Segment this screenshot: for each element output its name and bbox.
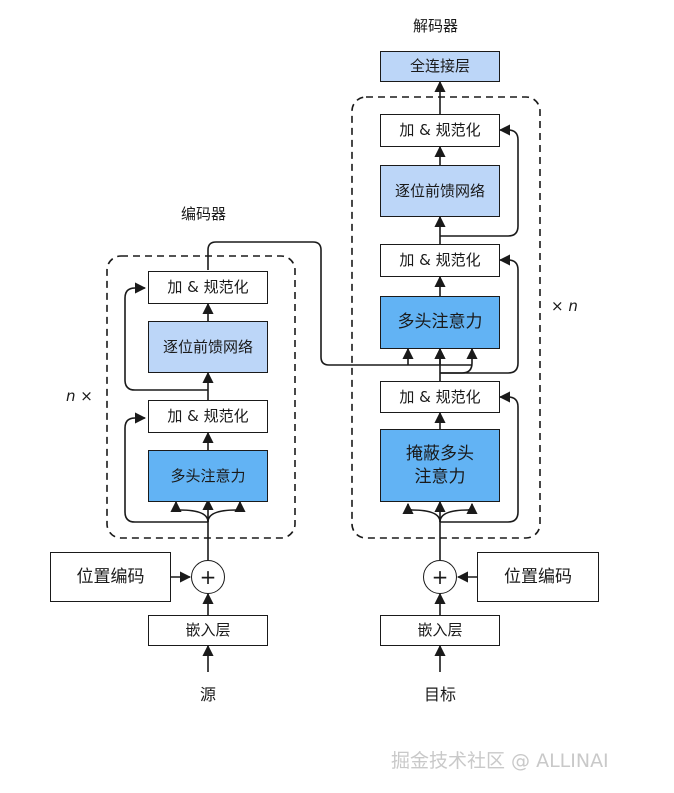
decoder-dense-block: 全连接层 bbox=[380, 51, 500, 82]
decoder-repeat-frame bbox=[351, 96, 541, 539]
decoder-cross-attention-block: 多头注意力 bbox=[380, 296, 500, 349]
encoder-attention-block: 多头注意力 bbox=[148, 450, 268, 502]
decoder-add-norm-top: 加 & 规范化 bbox=[380, 114, 500, 147]
decoder-masked-attention-block: 掩蔽多头 注意力 bbox=[380, 429, 500, 502]
decoder-title: 解码器 bbox=[413, 17, 459, 35]
encoder-repeat-label: n × bbox=[66, 387, 93, 405]
encoder-positional-encoding: 位置编码 bbox=[50, 552, 171, 602]
encoder-add-norm-top: 加 & 规范化 bbox=[148, 271, 268, 304]
encoder-embedding: 嵌入层 bbox=[148, 615, 268, 646]
decoder-add-norm-bottom: 加 & 规范化 bbox=[380, 381, 500, 413]
decoder-positional-encoding: 位置编码 bbox=[477, 552, 599, 602]
decoder-ffn-block: 逐位前馈网络 bbox=[380, 165, 500, 217]
decoder-repeat-label: × n bbox=[551, 297, 578, 315]
decoder-target-label: 目标 bbox=[424, 685, 457, 704]
encoder-add-circle: + bbox=[191, 560, 225, 594]
encoder-source-label: 源 bbox=[200, 685, 217, 704]
decoder-add-norm-mid: 加 & 规范化 bbox=[380, 244, 500, 277]
watermark-text: 掘金技术社区 @ ALLINAI bbox=[391, 750, 609, 772]
decoder-add-circle: + bbox=[423, 560, 457, 594]
encoder-title: 编码器 bbox=[181, 205, 227, 223]
encoder-ffn-block: 逐位前馈网络 bbox=[148, 321, 268, 373]
encoder-add-norm-bottom: 加 & 规范化 bbox=[148, 400, 268, 433]
decoder-embedding: 嵌入层 bbox=[380, 615, 500, 646]
